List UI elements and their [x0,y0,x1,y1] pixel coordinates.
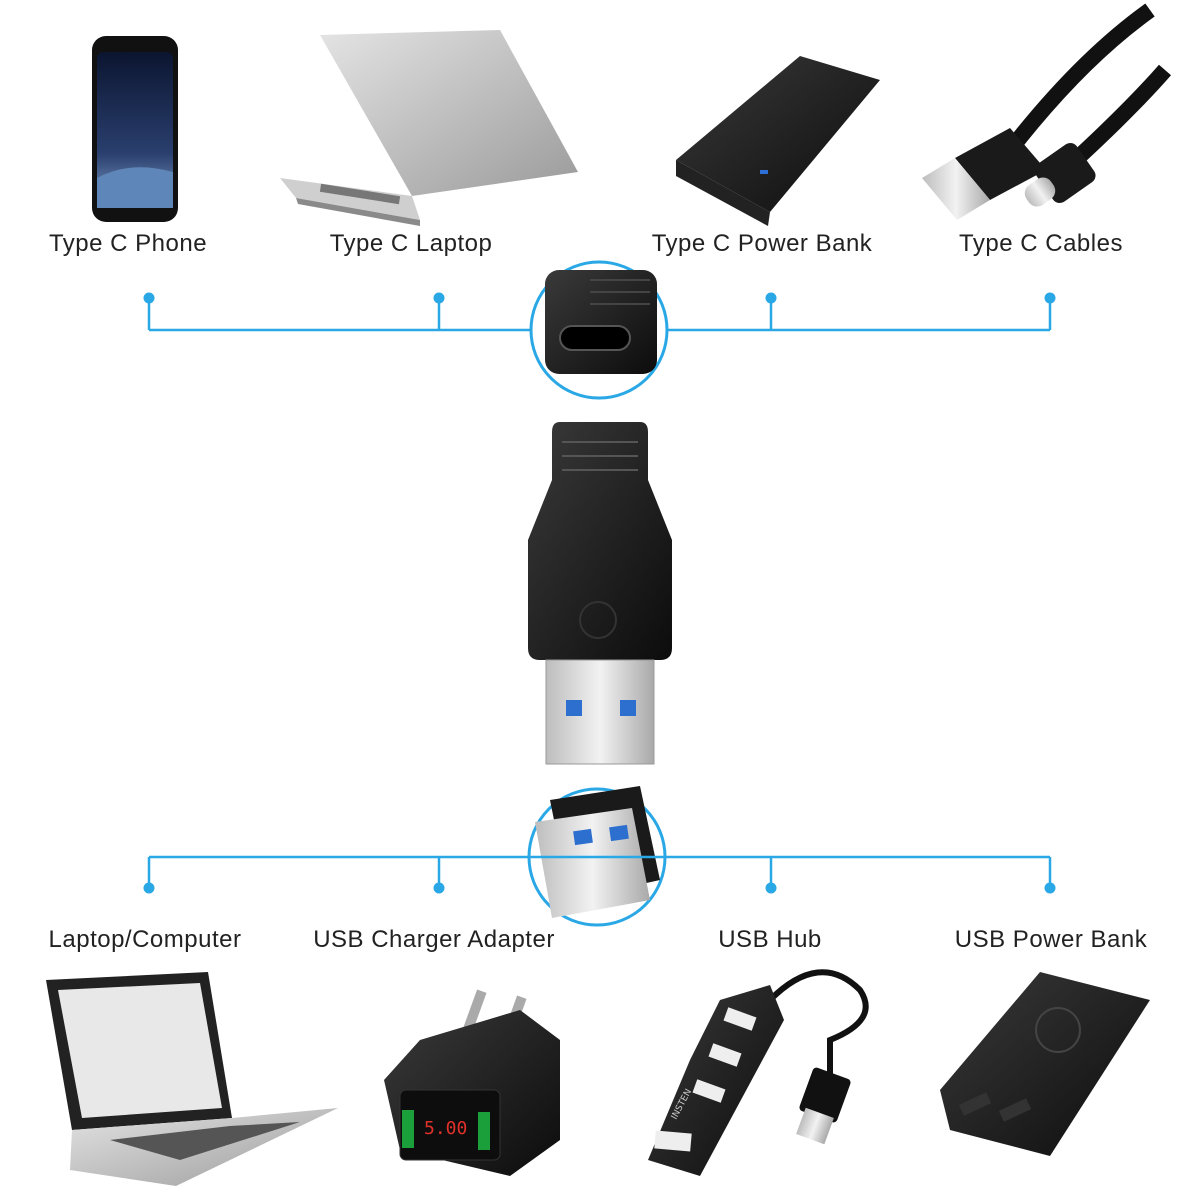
usb-a-plug-zoom-icon [527,786,667,927]
bottom-connector-dots [143,882,1056,894]
laptop-open-icon [46,972,338,1186]
label-type-c-power-bank: Type C Power Bank [651,230,873,257]
top-connector-dots [143,292,1056,304]
power-bank-icon [676,56,880,226]
label-usb-charger-adapter: USB Charger Adapter [313,926,555,953]
usb-a-to-type-c-adapter-icon [528,422,672,765]
usb-c-cable-icon [922,3,1172,220]
charger-display: 5.00 [424,1118,467,1139]
label-type-c-laptop: Type C Laptop [329,230,493,257]
label-type-c-phone: Type C Phone [48,230,208,257]
smartphone-icon [92,36,178,222]
wireless-power-bank-icon [940,972,1150,1156]
label-type-c-cables: Type C Cables [959,230,1123,257]
label-usb-power-bank: USB Power Bank [954,926,1148,953]
type-c-port-zoom-icon [529,260,669,400]
label-laptop-computer: Laptop/Computer [48,926,242,953]
wall-charger-icon: 5.00 [384,989,560,1176]
label-usb-hub: USB Hub [718,926,822,953]
usb-hub-icon: INSTEN [648,969,869,1176]
laptop-icon [280,30,578,226]
